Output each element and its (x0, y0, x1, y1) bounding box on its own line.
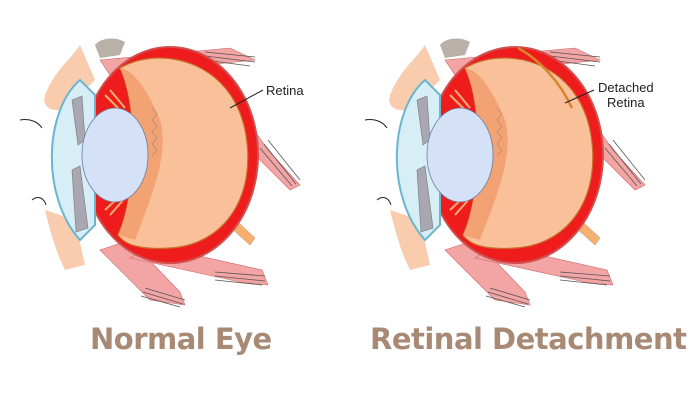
normal-eye-illustration (19, 37, 301, 308)
retina-pointer-line (229, 89, 264, 109)
detached-retina-label: Detached Retina (598, 80, 654, 110)
detached-retina-flap (517, 46, 574, 109)
normal-eye-title: Normal Eye (90, 322, 272, 356)
retina-label: Retina (266, 83, 304, 98)
detached-retina-label-line1: Detached (598, 80, 654, 95)
detached-eye-illustration (364, 37, 646, 308)
retinal-detachment-title: Retinal Detachment (370, 322, 687, 356)
detached-retina-pointer-line (564, 89, 595, 104)
detached-retina-label-line2: Retina (607, 95, 645, 110)
